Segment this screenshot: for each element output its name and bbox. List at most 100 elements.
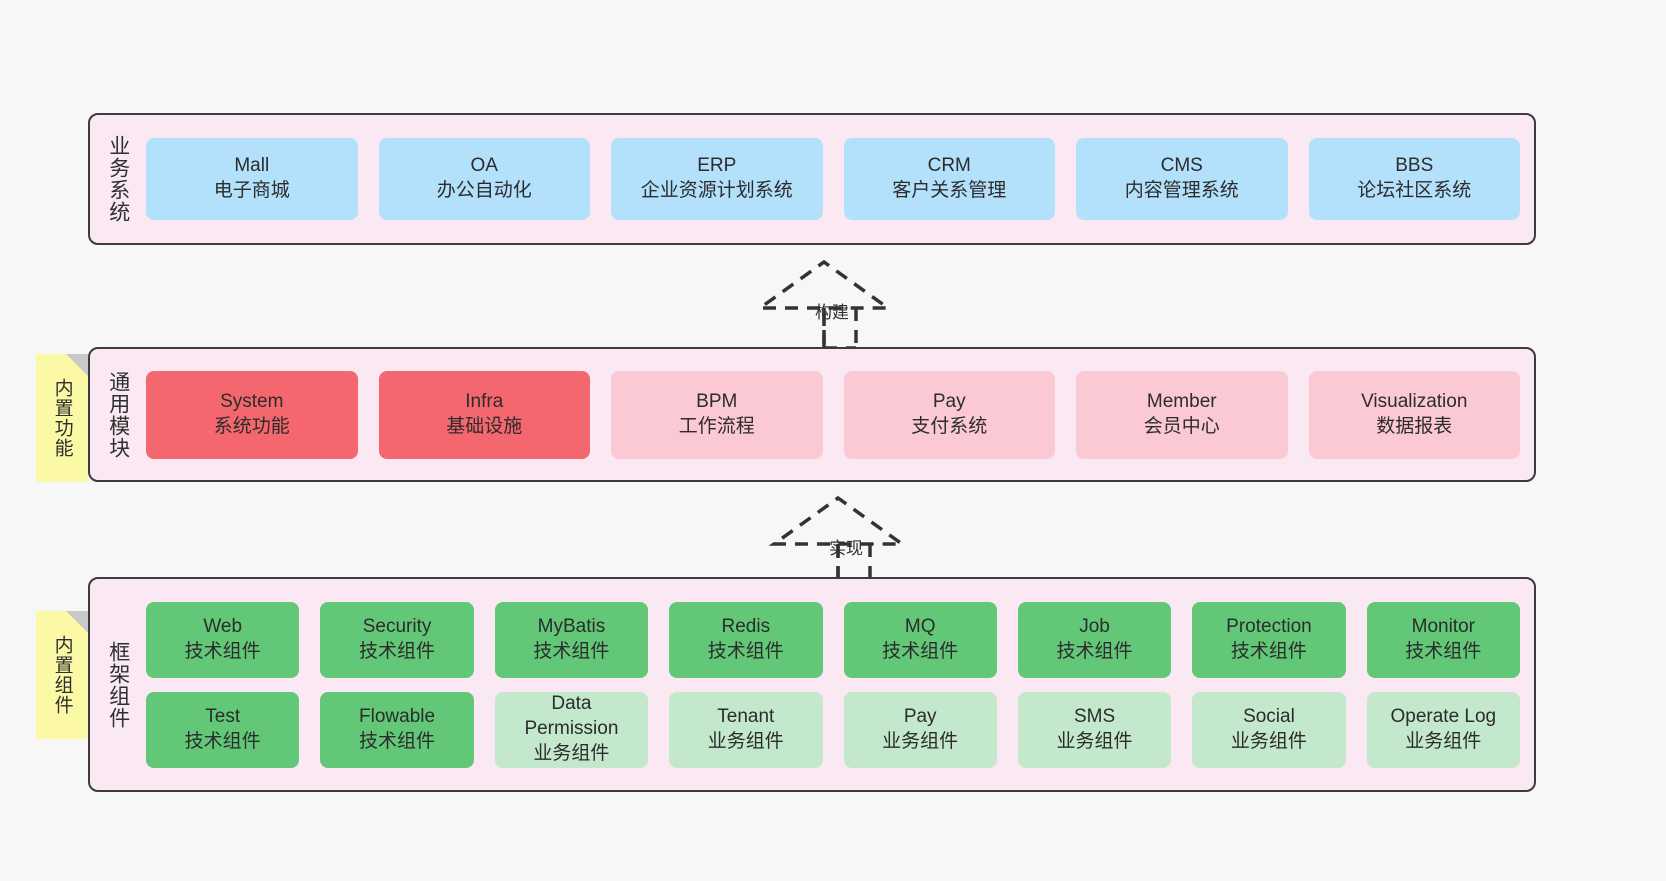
box-oa-name: OA xyxy=(470,155,498,177)
box-sms[interactable]: SMS 业务组件 xyxy=(1017,691,1172,768)
box-social-name: Social xyxy=(1243,705,1295,727)
box-pay-component[interactable]: Pay 业务组件 xyxy=(843,691,997,768)
box-crm-name: CRM xyxy=(927,155,971,177)
box-bpm[interactable]: BPM 工作流程 xyxy=(611,370,823,459)
layer-business-system: 业务系统 Mall 电子商城 OA 办公自动化 ERP 企业资源计划系统 CRM… xyxy=(88,113,1536,245)
box-mybatis[interactable]: MyBatis 技术组件 xyxy=(494,601,649,678)
row-tech-components: Web 技术组件 Security 技术组件 MyBatis 技术组件 Redi… xyxy=(146,601,1520,678)
box-data-permission-desc: 业务组件 xyxy=(533,742,610,764)
box-cms-name: CMS xyxy=(1160,155,1203,177)
layer-body-framework-component: Web 技术组件 Security 技术组件 MyBatis 技术组件 Redi… xyxy=(146,579,1534,790)
box-crm-desc: 客户关系管理 xyxy=(892,180,1007,201)
box-bbs-desc: 论坛社区系统 xyxy=(1357,180,1472,201)
box-mall-desc: 电子商城 xyxy=(213,180,290,201)
note-fold-corner-icon xyxy=(66,611,88,633)
box-operate-log-name: Operate Log xyxy=(1390,705,1497,727)
box-operate-log-desc: 业务组件 xyxy=(1405,730,1482,752)
note-builtin-function-label: 内置功能 xyxy=(51,378,73,458)
note-builtin-component: 内置组件 xyxy=(36,611,88,739)
box-member-name: Member xyxy=(1146,390,1217,412)
layer-title-framework-component: 框架组件 xyxy=(106,640,130,729)
box-erp[interactable]: ERP 企业资源计划系统 xyxy=(611,138,823,220)
note-builtin-function: 内置功能 xyxy=(36,354,88,482)
box-test[interactable]: Test 技术组件 xyxy=(146,691,300,768)
box-protection-name: Protection xyxy=(1226,615,1312,637)
box-redis-desc: 技术组件 xyxy=(707,640,784,662)
box-bbs[interactable]: BBS 论坛社区系统 xyxy=(1308,138,1520,220)
box-cms-desc: 内容管理系统 xyxy=(1124,180,1239,201)
connector-implement-label: 实现 xyxy=(829,539,863,558)
box-mq[interactable]: MQ 技术组件 xyxy=(843,601,997,678)
row-common-modules: System 系统功能 Infra 基础设施 BPM 工作流程 Pay 支付系统… xyxy=(146,370,1520,459)
box-erp-desc: 企业资源计划系统 xyxy=(640,180,793,201)
box-data-permission-name: Data Permission xyxy=(524,693,619,740)
box-pay-module-name: Pay xyxy=(932,390,966,412)
box-sms-desc: 业务组件 xyxy=(1056,730,1133,752)
box-bbs-name: BBS xyxy=(1395,155,1434,177)
box-flowable-desc: 技术组件 xyxy=(359,730,436,752)
box-visualization[interactable]: Visualization 数据报表 xyxy=(1308,370,1520,459)
box-infra[interactable]: Infra 基础设施 xyxy=(378,370,590,459)
box-web[interactable]: Web 技术组件 xyxy=(146,601,300,678)
box-mq-name: MQ xyxy=(904,615,936,637)
box-job-name: Job xyxy=(1079,615,1110,637)
box-system[interactable]: System 系统功能 xyxy=(146,370,358,459)
connector-build-label: 构建 xyxy=(815,303,849,322)
box-infra-name: Infra xyxy=(465,390,504,412)
box-social-desc: 业务组件 xyxy=(1230,730,1307,752)
row-business-systems: Mall 电子商城 OA 办公自动化 ERP 企业资源计划系统 CRM 客户关系… xyxy=(146,138,1520,220)
box-mall[interactable]: Mall 电子商城 xyxy=(146,138,358,220)
box-test-name: Test xyxy=(205,705,241,727)
box-social[interactable]: Social 业务组件 xyxy=(1192,691,1346,768)
layer-title-common-module: 通用模块 xyxy=(106,370,130,459)
box-job[interactable]: Job 技术组件 xyxy=(1017,601,1172,678)
box-visualization-name: Visualization xyxy=(1361,390,1468,412)
row-business-components: Test 技术组件 Flowable 技术组件 Data Permission … xyxy=(146,691,1520,768)
box-system-desc: 系统功能 xyxy=(213,415,290,437)
note-builtin-component-label: 内置组件 xyxy=(51,635,73,715)
box-oa[interactable]: OA 办公自动化 xyxy=(378,138,590,220)
box-system-name: System xyxy=(220,390,284,412)
box-mall-name: Mall xyxy=(234,155,270,177)
box-member[interactable]: Member 会员中心 xyxy=(1076,370,1288,459)
connector-implement: 实现 xyxy=(766,492,926,582)
box-redis-name: Redis xyxy=(721,615,771,637)
box-monitor-name: Monitor xyxy=(1411,615,1475,637)
layer-body-common-module: System 系统功能 Infra 基础设施 BPM 工作流程 Pay 支付系统… xyxy=(146,349,1534,480)
box-infra-desc: 基础设施 xyxy=(446,415,523,437)
box-crm[interactable]: CRM 客户关系管理 xyxy=(843,138,1055,220)
box-web-desc: 技术组件 xyxy=(184,640,261,662)
box-mybatis-name: MyBatis xyxy=(537,615,606,637)
note-fold-corner-icon xyxy=(66,354,88,376)
box-member-desc: 会员中心 xyxy=(1143,415,1220,437)
box-flowable[interactable]: Flowable 技术组件 xyxy=(320,691,474,768)
box-mq-desc: 技术组件 xyxy=(882,640,959,662)
box-data-permission[interactable]: Data Permission 业务组件 xyxy=(494,691,649,768)
box-cms[interactable]: CMS 内容管理系统 xyxy=(1076,138,1288,220)
box-sms-name: SMS xyxy=(1073,705,1116,727)
layer-common-module: 通用模块 System 系统功能 Infra 基础设施 BPM 工作流程 Pay… xyxy=(88,347,1536,482)
box-pay-component-desc: 业务组件 xyxy=(882,730,959,752)
box-protection-desc: 技术组件 xyxy=(1230,640,1307,662)
box-mybatis-desc: 技术组件 xyxy=(533,640,610,662)
box-oa-desc: 办公自动化 xyxy=(436,180,532,201)
box-test-desc: 技术组件 xyxy=(184,730,261,752)
box-operate-log[interactable]: Operate Log 业务组件 xyxy=(1366,691,1520,768)
box-tenant-desc: 业务组件 xyxy=(707,730,784,752)
layer-framework-component: 框架组件 Web 技术组件 Security 技术组件 MyBatis 技术组件… xyxy=(88,577,1536,792)
box-visualization-desc: 数据报表 xyxy=(1376,415,1453,437)
box-pay-module-desc: 支付系统 xyxy=(911,415,988,437)
box-security-desc: 技术组件 xyxy=(359,640,436,662)
box-protection[interactable]: Protection 技术组件 xyxy=(1192,601,1346,678)
box-monitor[interactable]: Monitor 技术组件 xyxy=(1366,601,1520,678)
connector-build: 构建 xyxy=(752,256,912,350)
box-security-name: Security xyxy=(362,615,432,637)
box-security[interactable]: Security 技术组件 xyxy=(320,601,474,678)
box-flowable-name: Flowable xyxy=(359,705,436,727)
box-job-desc: 技术组件 xyxy=(1056,640,1133,662)
box-monitor-desc: 技术组件 xyxy=(1405,640,1482,662)
box-tenant[interactable]: Tenant 业务组件 xyxy=(669,691,823,768)
box-redis[interactable]: Redis 技术组件 xyxy=(669,601,823,678)
box-pay-module[interactable]: Pay 支付系统 xyxy=(843,370,1055,459)
